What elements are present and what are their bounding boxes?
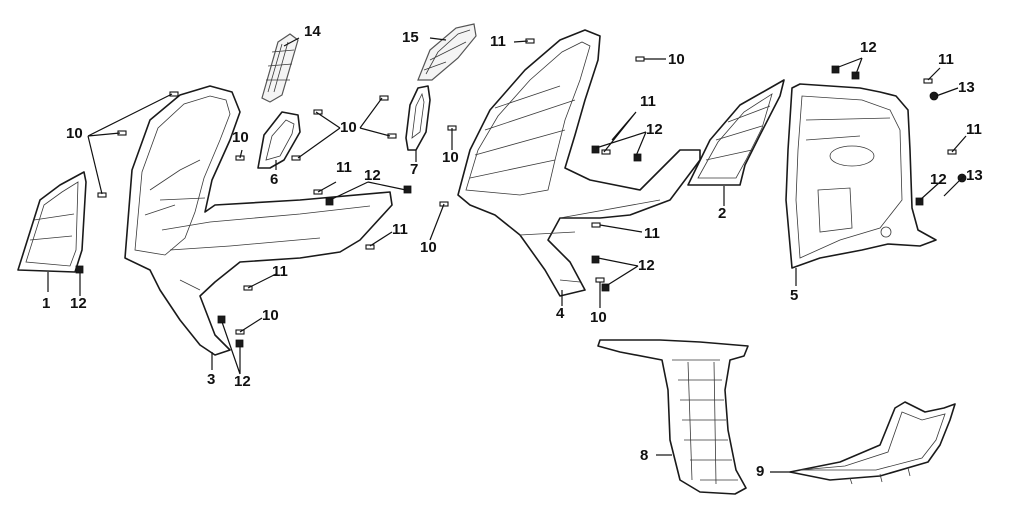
clip-g <box>633 153 642 162</box>
callout-12-a: 12 <box>70 295 87 312</box>
callout-12-c: 12 <box>234 373 251 390</box>
bolt-a <box>169 91 179 97</box>
callout-11-f: 11 <box>644 225 660 242</box>
clip-e <box>235 339 244 348</box>
callout-12-g: 12 <box>930 171 947 188</box>
callout-10-f: 10 <box>262 307 279 324</box>
callout-12-f: 12 <box>860 39 877 56</box>
callout-15: 15 <box>402 29 419 46</box>
bolt-e <box>291 155 301 161</box>
callout-10-d: 10 <box>442 149 459 166</box>
callout-12-e: 12 <box>638 257 655 274</box>
part-4-side-cover <box>457 29 701 297</box>
callout-14: 14 <box>304 23 321 40</box>
callout-10-b: 10 <box>232 129 249 146</box>
part-5-inner-box <box>785 83 937 269</box>
part-9-floor-board <box>789 401 956 485</box>
callout-11-b: 11 <box>392 221 408 238</box>
leader-lines <box>47 37 967 473</box>
callout-10-e: 10 <box>420 239 437 256</box>
part-8-leg-shield <box>597 339 749 495</box>
callout-5: 5 <box>790 287 799 304</box>
clip-i <box>601 283 610 292</box>
part-2-triangular-cover <box>687 79 785 186</box>
callout-3: 3 <box>207 371 216 388</box>
part-15-lens <box>417 23 477 81</box>
callout-7: 7 <box>410 161 419 178</box>
part-6-bracket <box>257 111 301 169</box>
callout-10-a: 10 <box>66 125 83 142</box>
callout-1: 1 <box>42 295 51 312</box>
callout-10-h: 10 <box>590 309 607 326</box>
clip-h <box>591 255 600 264</box>
callout-11-e: 11 <box>640 93 656 110</box>
clip-d <box>217 315 226 324</box>
part-3-front-shield <box>124 85 393 356</box>
callout-12-b: 12 <box>364 167 381 184</box>
part-7-trim-strip <box>405 85 431 151</box>
part-14-lens <box>261 33 299 103</box>
clip-j <box>831 65 840 74</box>
callout-6: 6 <box>270 171 279 188</box>
clip-a <box>75 265 84 274</box>
callout-11-d: 11 <box>490 33 506 50</box>
callout-8: 8 <box>640 447 649 464</box>
callout-13-b: 13 <box>966 167 983 184</box>
callout-10-g: 10 <box>668 51 685 68</box>
callout-10-c: 10 <box>340 119 357 136</box>
bolt-q <box>601 149 611 155</box>
bolt-t <box>923 78 933 84</box>
callout-12-d: 12 <box>646 121 663 138</box>
bolt-l <box>365 244 375 250</box>
callout-4: 4 <box>556 305 565 322</box>
callout-13-a: 13 <box>958 79 975 96</box>
callout-11-h: 11 <box>966 121 982 138</box>
nut-a <box>929 91 939 101</box>
callout-11-g: 11 <box>938 51 954 68</box>
callout-11-a: 11 <box>336 159 352 176</box>
part-1-front-side-panel <box>17 171 87 273</box>
callout-2: 2 <box>718 205 727 222</box>
bolt-g <box>379 95 389 101</box>
clip-b <box>325 197 334 206</box>
clip-f <box>591 145 600 154</box>
clip-l <box>915 197 924 206</box>
bolt-p <box>635 56 645 62</box>
callout-9: 9 <box>756 463 765 480</box>
clip-k <box>851 71 860 80</box>
callout-11-c: 11 <box>272 263 288 280</box>
bolt-r <box>591 222 601 228</box>
bolt-s <box>595 277 605 283</box>
